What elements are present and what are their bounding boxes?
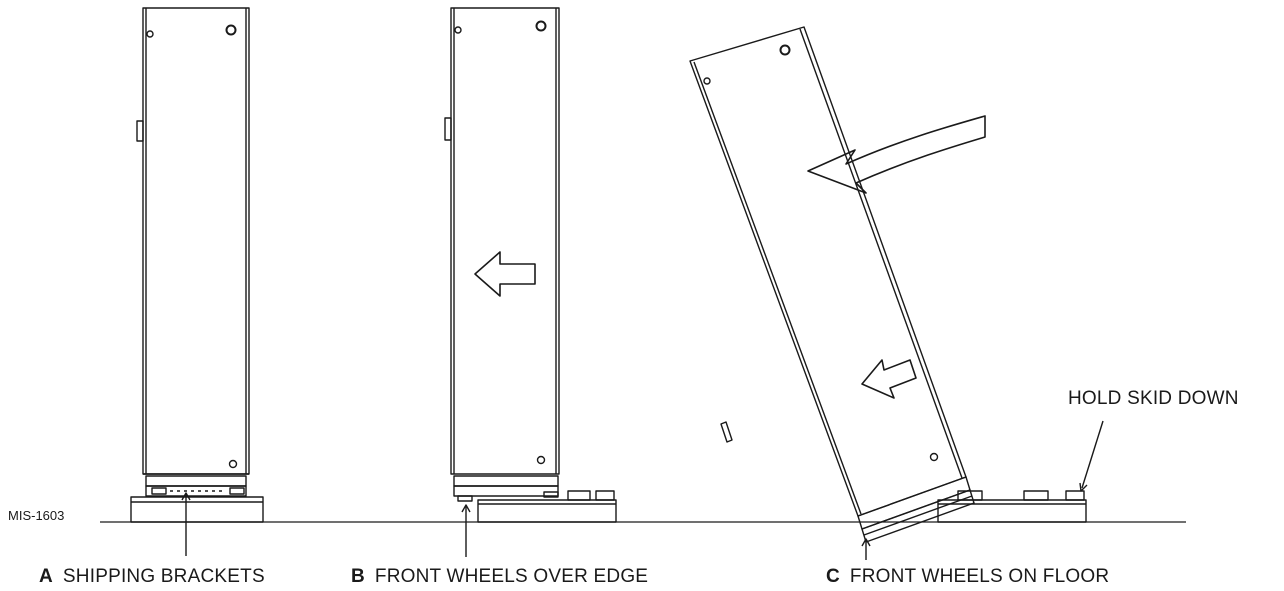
shipping-brackets (151, 487, 245, 495)
push-arrow-b (474, 251, 536, 297)
caption-b-letter: B (351, 566, 365, 587)
callout-hold-skid: HOLD SKID DOWN (1068, 388, 1239, 409)
caption-c-text: FRONT WHEELS ON FLOOR (849, 566, 1110, 587)
skid-b (477, 490, 617, 523)
caption-b: B FRONT WHEELS OVER EDGE (351, 566, 648, 588)
cabinet-b (444, 7, 560, 502)
caption-c: C FRONT WHEELS ON FLOOR (826, 566, 1109, 588)
caption-b-text: FRONT WHEELS OVER EDGE (374, 566, 649, 587)
tilt-arrow-c (807, 115, 986, 194)
caption-a-text: SHIPPING BRACKETS (62, 566, 265, 587)
cabinet-c (689, 26, 975, 543)
leader-hold (1081, 420, 1104, 489)
push-arrow-c (861, 359, 917, 399)
figure-id: MIS-1603 (8, 508, 65, 523)
caption-c-letter: C (826, 566, 840, 587)
caption-a: A SHIPPING BRACKETS (39, 566, 265, 588)
caption-a-letter: A (39, 566, 53, 587)
cabinet-a (136, 7, 250, 497)
skid-a (130, 496, 264, 523)
skid-c (937, 490, 1087, 523)
